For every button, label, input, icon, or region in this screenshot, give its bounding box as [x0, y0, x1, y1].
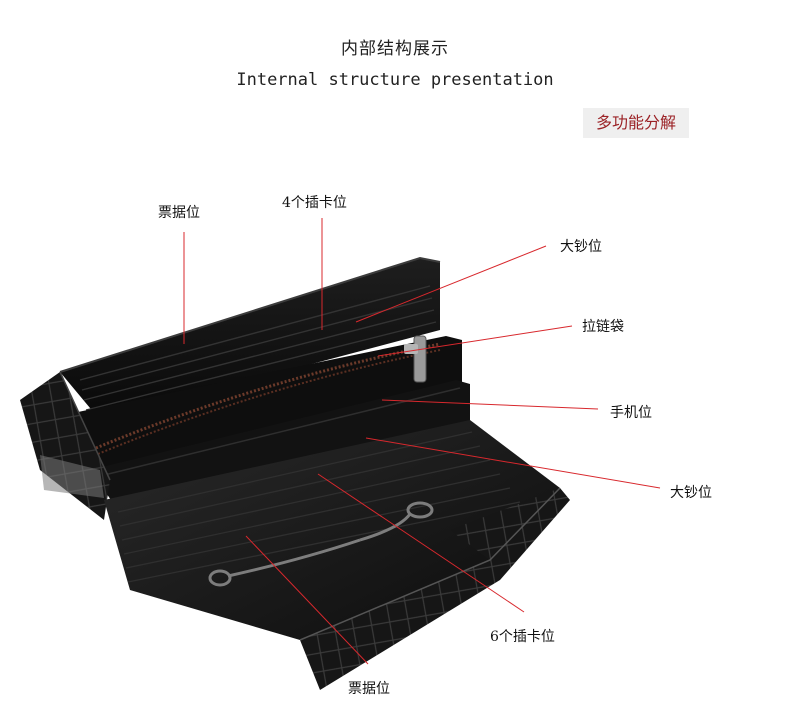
leader-large-top [355, 245, 547, 323]
leader-large-bottom [365, 437, 661, 489]
callout-ticket-bottom: 票据位 [348, 681, 390, 697]
leader-ticket-bottom [245, 535, 369, 665]
top-card-slots [79, 285, 437, 411]
callout-card-slots-6: 6个插卡位 [490, 629, 555, 645]
wallet-back-panel [59, 256, 441, 420]
callout-phone-slot: 手机位 [610, 405, 652, 421]
callout-large-pocket-top: 大钞位 [560, 239, 602, 255]
phone-slot-layer [90, 380, 470, 510]
callout-zip-pocket: 拉链袋 [582, 319, 624, 335]
callout-large-pocket-bottom: 大钞位 [670, 485, 712, 501]
leader-lines [183, 218, 661, 665]
left-gusset [20, 371, 111, 520]
quilted-front-flap [299, 487, 570, 690]
callout-ticket-top: 票据位 [158, 205, 200, 221]
callout-card-slots-4: 4个插卡位 [282, 195, 347, 211]
leader-phone [381, 399, 599, 410]
chain-strap [208, 501, 434, 587]
zipper-compartment [78, 335, 462, 480]
multifunction-badge: 多功能分解 [583, 108, 689, 138]
leader-card-6 [317, 473, 525, 613]
section-title-en: Internal structure presentation [236, 70, 554, 90]
section-title-cn: 内部结构展示 [341, 39, 449, 59]
leader-zip [377, 325, 573, 357]
